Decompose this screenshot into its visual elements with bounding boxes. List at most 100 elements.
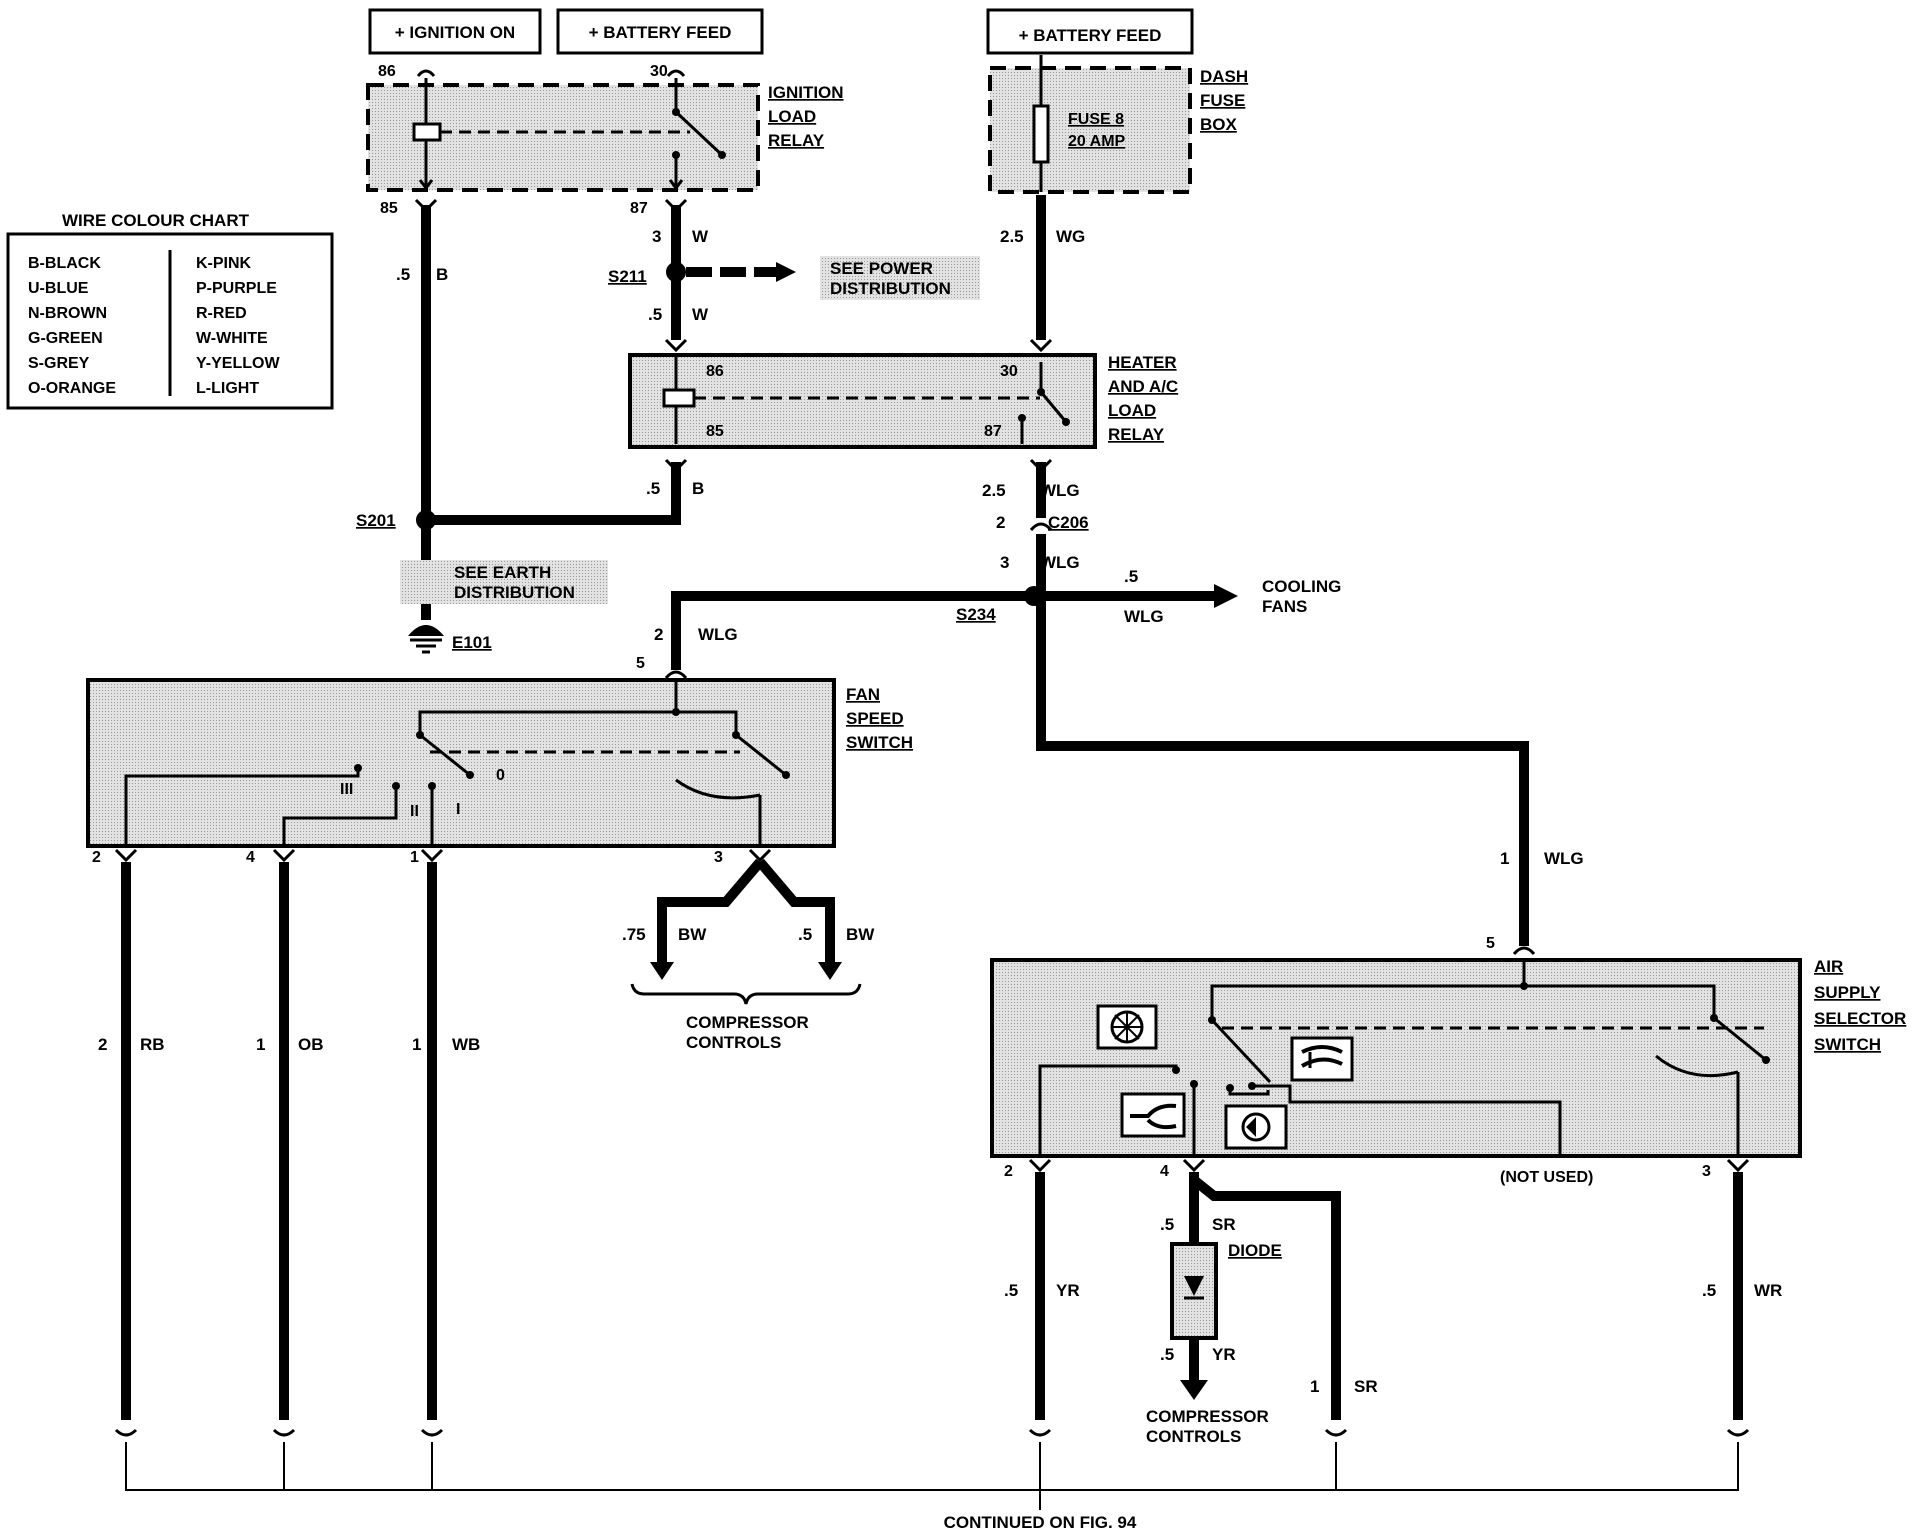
svg-text:COMPRESSOR: COMPRESSOR — [686, 1013, 809, 1032]
svg-text:WLG: WLG — [1124, 607, 1164, 626]
svg-text:WLG: WLG — [1040, 553, 1080, 572]
svg-text:II: II — [410, 803, 419, 820]
diode: DIODE — [1170, 1241, 1282, 1340]
svg-text:3: 3 — [652, 227, 661, 246]
svg-text:2: 2 — [654, 625, 663, 644]
svg-text:WLG: WLG — [698, 625, 738, 644]
svg-text:G-GREEN: G-GREEN — [28, 330, 103, 347]
svg-text:.5: .5 — [1160, 1345, 1174, 1364]
svg-text:0: 0 — [496, 767, 505, 784]
svg-text:RELAY: RELAY — [768, 131, 825, 150]
svg-text:W-WHITE: W-WHITE — [196, 330, 268, 347]
svg-text:Y-YELLOW: Y-YELLOW — [196, 355, 280, 372]
svg-text:B: B — [692, 479, 704, 498]
svg-text:(NOT USED): (NOT USED) — [1500, 1169, 1593, 1186]
splice-s201: S201 SEE EARTH DISTRIBUTION — [356, 510, 608, 604]
svg-text:2: 2 — [92, 849, 101, 866]
svg-text:2.5: 2.5 — [982, 481, 1006, 500]
svg-text:R-RED: R-RED — [196, 305, 247, 322]
recirculate-icon — [1290, 1036, 1354, 1082]
continued-bracket: CONTINUED ON FIG. 94 — [114, 1428, 1750, 1532]
svg-text:86: 86 — [706, 363, 724, 380]
svg-text:LOAD: LOAD — [768, 107, 816, 126]
svg-text:III: III — [340, 781, 353, 798]
svg-text:BOX: BOX — [1200, 115, 1238, 134]
svg-text:U-BLUE: U-BLUE — [28, 280, 89, 297]
svg-text:WG: WG — [1056, 227, 1085, 246]
svg-text:IGNITION: IGNITION — [768, 83, 844, 102]
wire-85-b: .5 B — [396, 198, 448, 620]
svg-text:SEE EARTH: SEE EARTH — [454, 563, 551, 582]
svg-text:S234: S234 — [956, 605, 996, 624]
splice-s211: S211 SEE POWER DISTRIBUTION — [608, 256, 980, 300]
svg-text:+ IGNITION ON: + IGNITION ON — [395, 23, 515, 42]
svg-text:LOAD: LOAD — [1108, 401, 1156, 420]
svg-text:AND A/C: AND A/C — [1108, 377, 1178, 396]
svg-text:.5: .5 — [1004, 1281, 1018, 1300]
connector-c206: 2 C206 — [996, 513, 1089, 532]
svg-text:SWITCH: SWITCH — [846, 733, 913, 752]
svg-text:OB: OB — [298, 1035, 324, 1054]
svg-text:W: W — [692, 227, 709, 246]
svg-text:WIRE COLOUR CHART: WIRE COLOUR CHART — [62, 211, 250, 230]
svg-text:CONTINUED ON FIG. 94: CONTINUED ON FIG. 94 — [944, 1513, 1137, 1532]
svg-text:2: 2 — [1004, 1163, 1013, 1180]
svg-text:30: 30 — [650, 63, 668, 80]
svg-text:B-BLACK: B-BLACK — [28, 255, 101, 272]
svg-text:WLG: WLG — [1544, 849, 1584, 868]
source-ignition-on: + IGNITION ON — [368, 8, 542, 55]
svg-text:BW: BW — [846, 925, 875, 944]
svg-text:O-ORANGE: O-ORANGE — [28, 380, 116, 397]
svg-text:87: 87 — [630, 200, 648, 217]
svg-text:SEE POWER: SEE POWER — [830, 259, 933, 278]
svg-text:3: 3 — [1702, 1163, 1711, 1180]
svg-text:AIR: AIR — [1814, 957, 1843, 976]
fresh-air-icon — [1120, 1092, 1186, 1138]
earth-icon — [408, 625, 444, 654]
svg-text:4: 4 — [246, 849, 255, 866]
svg-text:SELECTOR: SELECTOR — [1814, 1009, 1906, 1028]
svg-text:RELAY: RELAY — [1108, 425, 1165, 444]
svg-text:.5: .5 — [798, 925, 812, 944]
svg-text:1: 1 — [410, 849, 419, 866]
svg-text:DASH: DASH — [1200, 67, 1248, 86]
wire-85b-b: .5 B — [426, 458, 704, 525]
svg-text:N-BROWN: N-BROWN — [28, 305, 107, 322]
svg-text:W: W — [692, 305, 709, 324]
svg-text:S211: S211 — [608, 267, 647, 286]
svg-text:.5: .5 — [1124, 567, 1138, 586]
wire-bw-branches: .75 BW .5 BW COMPRESSOR CONTROLS — [622, 848, 875, 1052]
svg-text:COOLING: COOLING — [1262, 577, 1341, 596]
svg-text:P-PURPLE: P-PURPLE — [196, 280, 277, 297]
wire-fuse-wg: 2.5 WG — [1000, 195, 1085, 353]
svg-text:WLG: WLG — [1040, 481, 1080, 500]
svg-text:3: 3 — [714, 849, 723, 866]
svg-text:5: 5 — [636, 655, 645, 672]
svg-text:HEATER: HEATER — [1108, 353, 1177, 372]
svg-text:S-GREY: S-GREY — [28, 355, 90, 372]
svg-text:3: 3 — [1000, 553, 1009, 572]
svg-text:YR: YR — [1212, 1345, 1236, 1364]
svg-text:20 AMP: 20 AMP — [1068, 133, 1126, 150]
defrost-icon — [1224, 1104, 1288, 1150]
svg-text:85: 85 — [380, 200, 398, 217]
arrow-icon — [776, 262, 796, 282]
svg-text:1: 1 — [256, 1035, 265, 1054]
svg-text:5: 5 — [1486, 935, 1495, 952]
wire-wr: .5 WR — [1702, 1158, 1782, 1420]
air-supply-selector-switch: 5 — [990, 935, 1906, 1158]
svg-text:87: 87 — [984, 423, 1002, 440]
svg-text:DIODE: DIODE — [1228, 1241, 1282, 1260]
svg-text:DISTRIBUTION: DISTRIBUTION — [454, 583, 575, 602]
svg-text:30: 30 — [1000, 363, 1018, 380]
svg-text:CONTROLS: CONTROLS — [686, 1033, 781, 1052]
svg-text:2: 2 — [98, 1035, 107, 1054]
svg-text:.5: .5 — [396, 265, 410, 284]
svg-text:FANS: FANS — [1262, 597, 1307, 616]
svg-text:4: 4 — [1160, 1163, 1169, 1180]
svg-text:CONTROLS: CONTROLS — [1146, 1427, 1241, 1446]
fan-switch-pins: 2 4 1 3 — [92, 849, 723, 866]
svg-text:85: 85 — [706, 423, 724, 440]
ignition-load-relay: 86 30 85 87 IGNITION LOAD RELAY — [366, 63, 844, 217]
